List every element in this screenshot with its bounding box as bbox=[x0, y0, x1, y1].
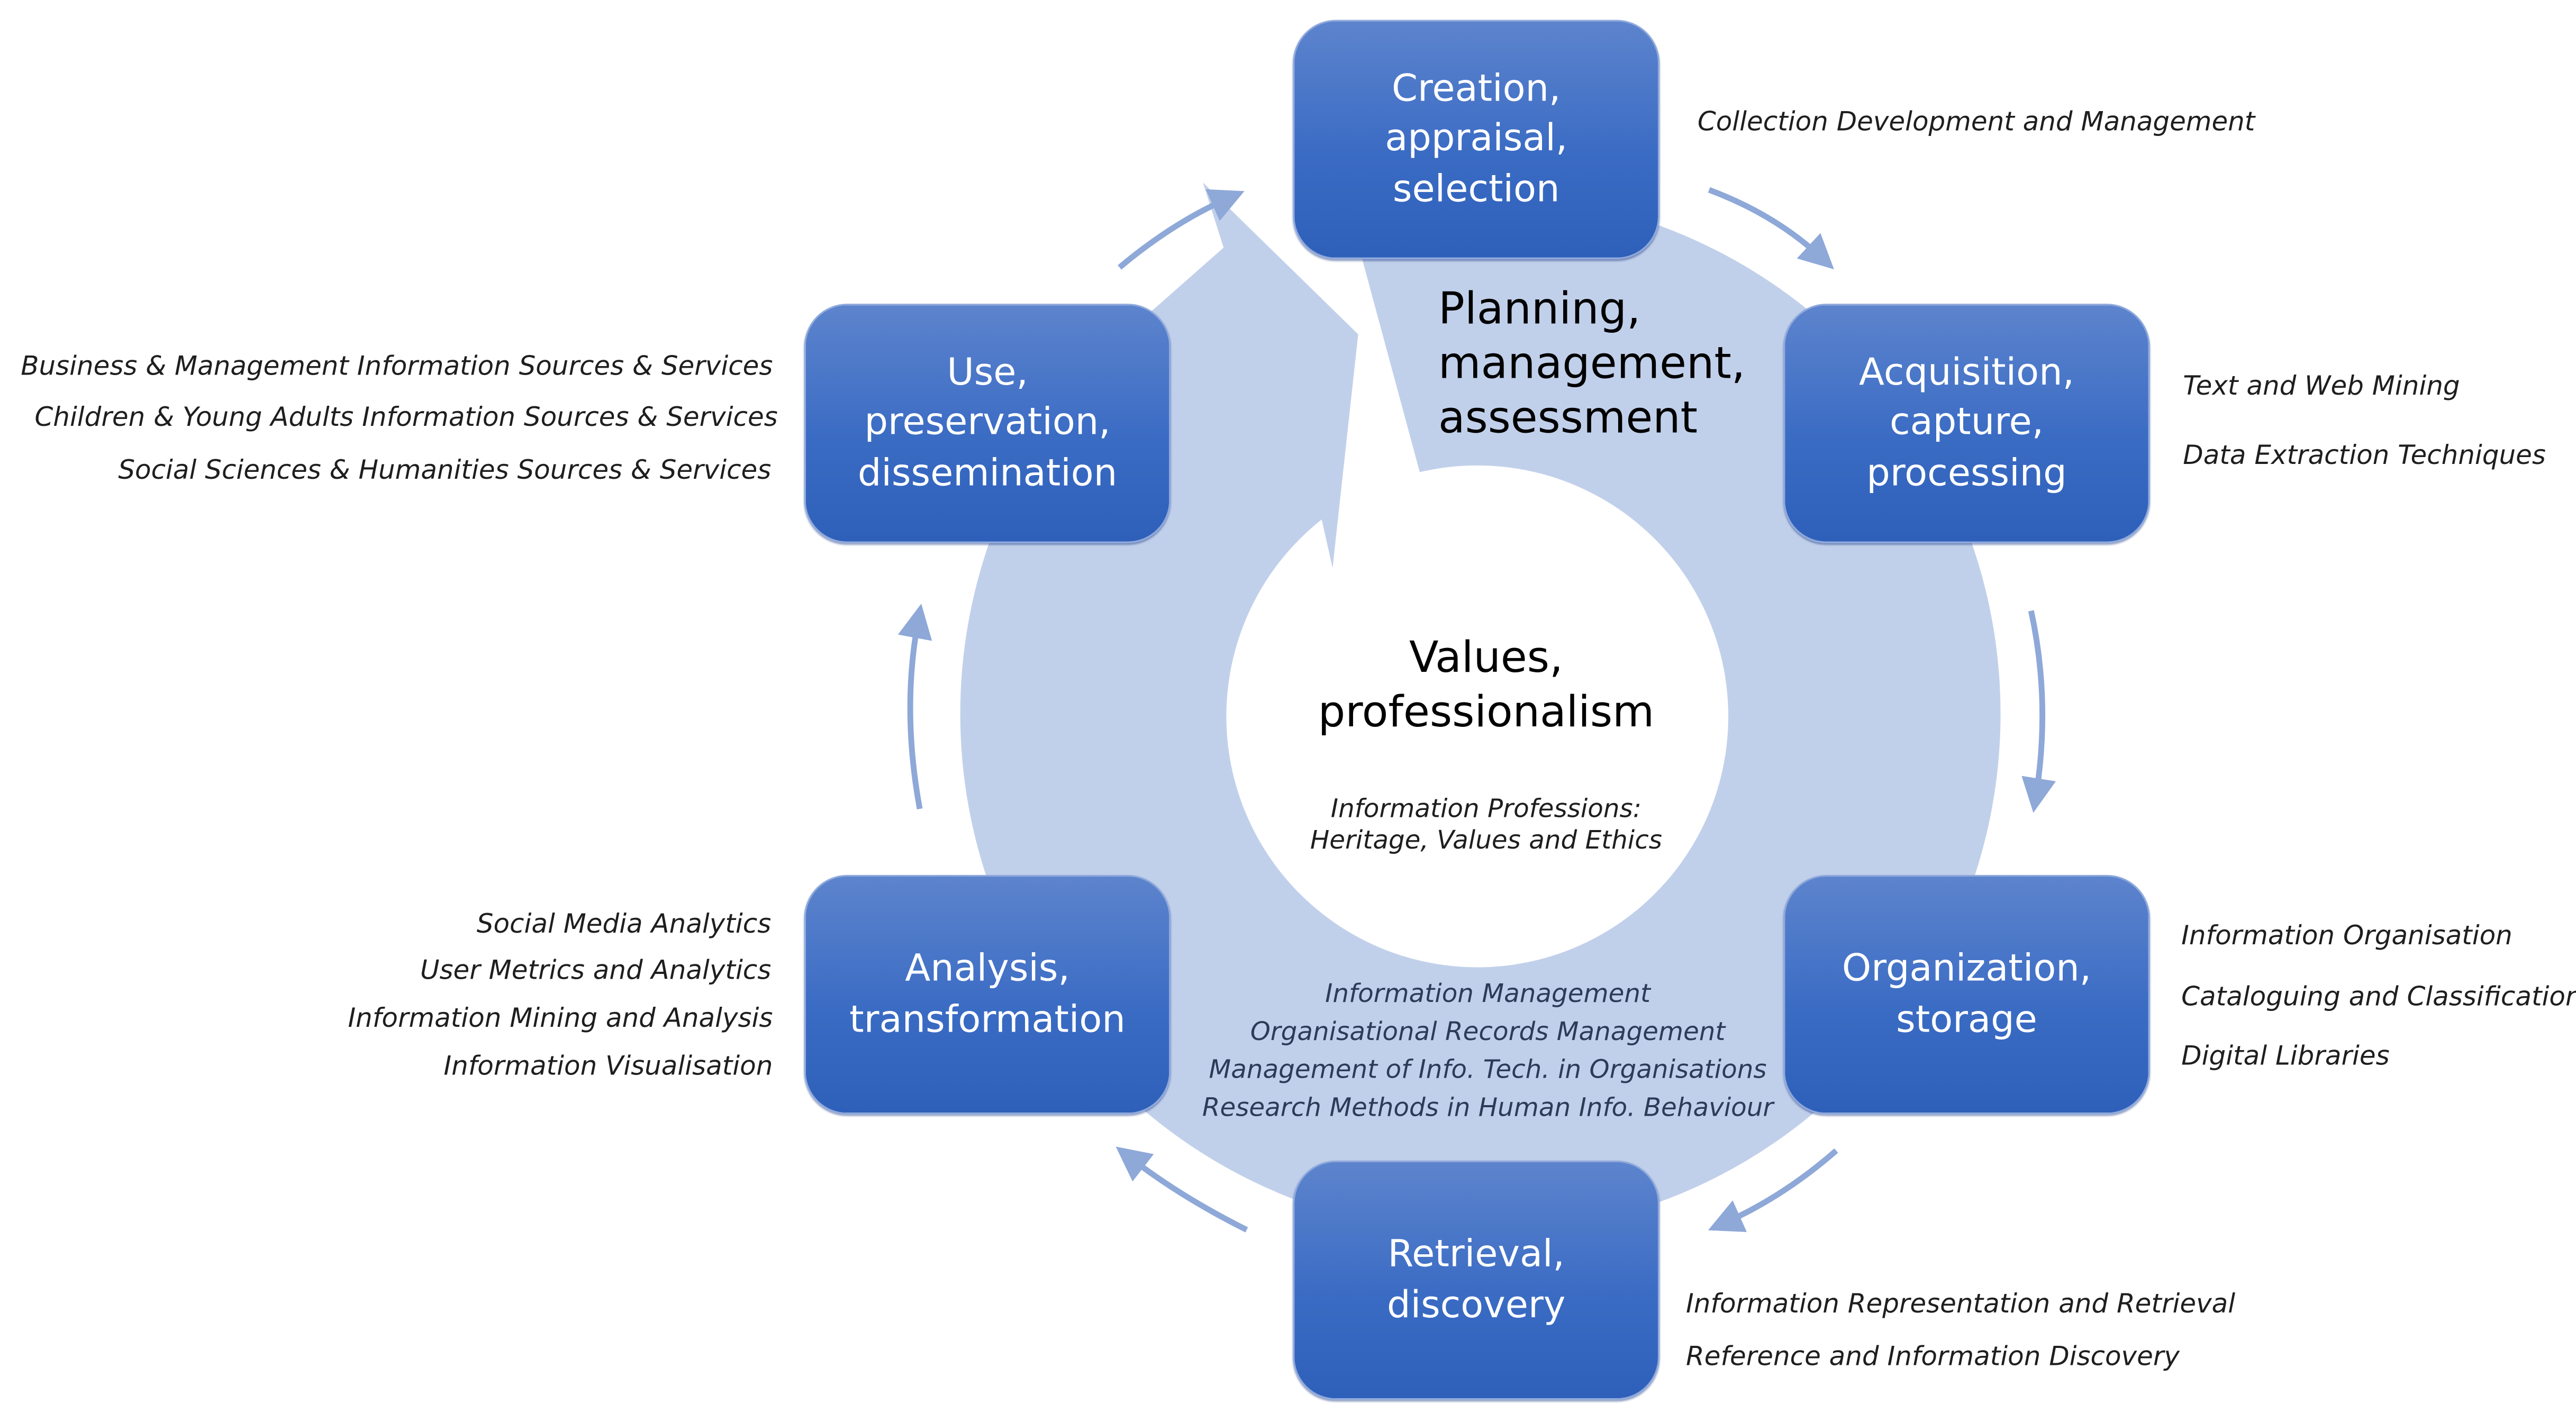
core-topic: Information Professions: bbox=[1330, 794, 1642, 824]
stage-label-line: preservation, bbox=[864, 402, 1111, 445]
topic-label: Text and Web Mining bbox=[2183, 369, 2460, 402]
topic-label: Digital Libraries bbox=[2181, 1040, 2390, 1072]
stage-label-line: processing bbox=[1866, 452, 2067, 495]
stage-organization: Organization, storage bbox=[1783, 874, 2150, 1115]
ring-title-line: Planning, bbox=[1438, 284, 1641, 335]
stage-label-line: Creation, bbox=[1391, 67, 1561, 111]
ring-topic: Information Management bbox=[1325, 979, 1650, 1009]
core-topic: Heritage, Values and Ethics bbox=[1310, 825, 1663, 855]
stage-acquisition: Acquisition, capture, processing bbox=[1783, 304, 2150, 543]
core-topics: Information Professions: Heritage, Value… bbox=[1310, 794, 1662, 857]
stage-retrieval: Retrieval, discovery bbox=[1293, 1160, 1660, 1400]
arrow-retrieval-to-analysis bbox=[1115, 1146, 1248, 1233]
core-title-line: professionalism bbox=[1318, 688, 1655, 738]
stage-analysis: Analysis, transformation bbox=[804, 874, 1171, 1115]
stage-creation: Creation, appraisal, selection bbox=[1293, 20, 1660, 259]
stage-label-line: Acquisition, bbox=[1859, 351, 2074, 395]
core-title-line: Values, bbox=[1409, 634, 1563, 683]
ring-topic: Organisational Records Management bbox=[1250, 1017, 1726, 1047]
topic-label: Collection Development and Management bbox=[1697, 105, 2255, 138]
ring-topic: Research Methods in Human Info. Behaviou… bbox=[1202, 1092, 1774, 1123]
stage-label-line: discovery bbox=[1387, 1283, 1566, 1327]
stage-label-line: selection bbox=[1392, 168, 1560, 211]
stage-label-line: Retrieval, bbox=[1387, 1233, 1565, 1277]
ring-topics: Information Management Organisational Re… bbox=[1202, 976, 1773, 1127]
topic-label: Information Representation and Retrieval bbox=[1686, 1287, 2236, 1319]
stage-label-line: dissemination bbox=[857, 452, 1118, 495]
topic-label: Business & Management Information Source… bbox=[21, 350, 773, 381]
topic-label: Information Organisation bbox=[2181, 919, 2512, 951]
stage-label-line: capture, bbox=[1889, 402, 2044, 445]
ring-topic: Management of Info. Tech. in Organisatio… bbox=[1209, 1054, 1767, 1085]
topic-label: Data Extraction Techniques bbox=[2183, 439, 2546, 471]
topic-label: Social Sciences & Humanities Sources & S… bbox=[118, 454, 772, 486]
stage-use: Use, preservation, dissemination bbox=[804, 304, 1171, 543]
topic-label: Information Mining and Analysis bbox=[348, 1002, 773, 1034]
arrow-organization-to-retrieval bbox=[1708, 1148, 1838, 1232]
arrow-use-to-creation bbox=[1118, 189, 1245, 270]
topic-label: Social Media Analytics bbox=[476, 908, 772, 940]
ring-title: Planning, management, assessment bbox=[1438, 282, 1745, 446]
topic-label: Cataloguing and Classification bbox=[2181, 980, 2576, 1012]
topic-label: Reference and Information Discovery bbox=[1686, 1340, 2180, 1372]
stage-label-line: Use, bbox=[947, 351, 1028, 395]
arrow-acquisition-to-organization bbox=[2021, 610, 2056, 813]
topic-label: Information Visualisation bbox=[443, 1050, 773, 1081]
stage-label-line: transformation bbox=[849, 998, 1126, 1041]
stage-label-line: Organization, bbox=[1842, 947, 2092, 991]
stage-label-line: Analysis, bbox=[905, 947, 1070, 991]
circular-arrow-ring bbox=[960, 183, 2001, 1234]
arrow-analysis-to-use bbox=[897, 604, 932, 810]
ring-title-line: assessment bbox=[1438, 393, 1698, 444]
core-title: Values, professionalism bbox=[1318, 632, 1654, 741]
stage-label-line: appraisal, bbox=[1385, 117, 1568, 161]
topic-label: Children & Young Adults Information Sour… bbox=[34, 401, 778, 433]
arrow-creation-to-acquisition bbox=[1708, 187, 1834, 270]
stage-label-line: storage bbox=[1896, 998, 2037, 1041]
topic-label: User Metrics and Analytics bbox=[420, 954, 772, 986]
ring-title-line: management, bbox=[1438, 338, 1746, 390]
